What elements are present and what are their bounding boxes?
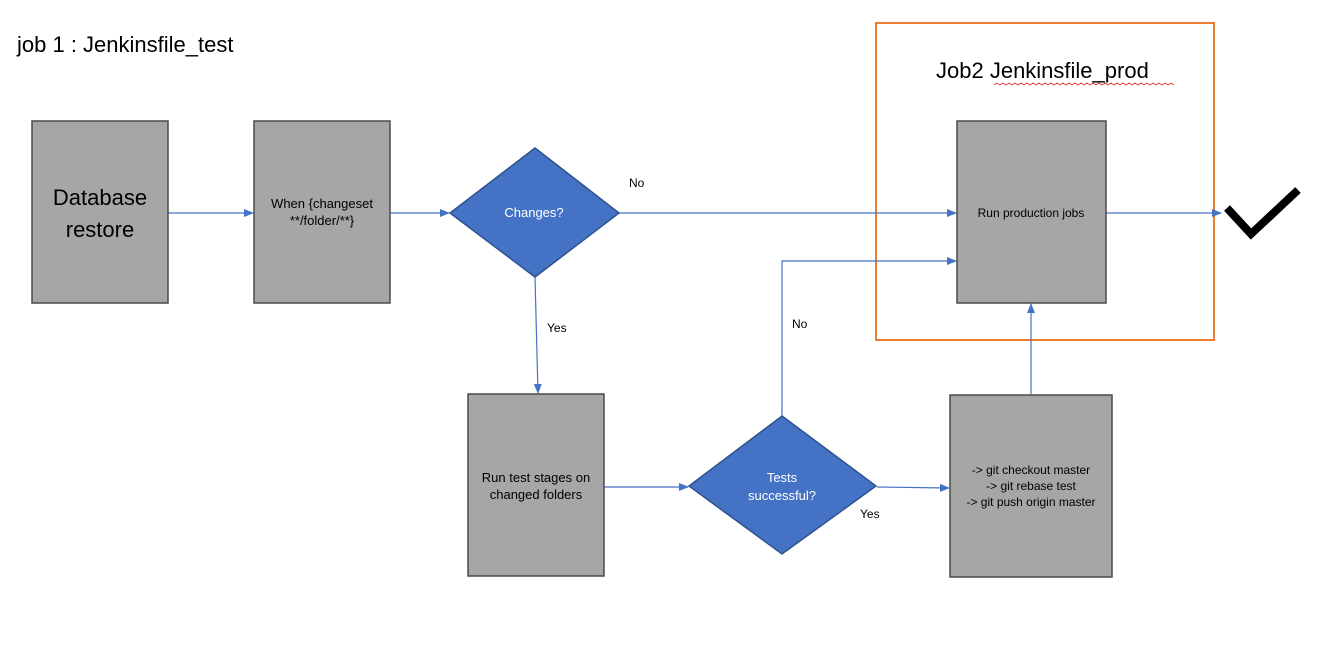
tests-decision-line1: Tests [767,470,798,485]
edge-label-changes-no: No [629,176,645,190]
database-restore-line1: Database [53,185,147,210]
node-git-steps: -> git checkout master -> git rebase tes… [949,394,1113,578]
git-steps-line1: -> git checkout master [972,463,1090,477]
edge-label-changes-yes: Yes [547,321,567,335]
node-tests-decision: Tests successful? [687,415,878,555]
job1-title: job 1 : Jenkinsfile_test [16,32,233,57]
run-test-stages-line1: Run test stages on [482,470,590,485]
git-steps-line3: -> git push origin master [966,495,1095,509]
run-production-label: Run production jobs [978,206,1085,220]
checkmark-icon [1224,187,1301,240]
edge-label-tests-no: No [792,317,808,331]
node-run-production: Run production jobs [956,120,1107,304]
node-run-test-stages: Run test stages on changed folders [467,393,605,577]
database-restore-line2: restore [66,217,134,242]
job2-frame [875,22,1215,341]
node-when-changeset: When {changeset **/folder/**} [253,120,391,304]
node-database-restore: Database restore [31,120,169,304]
edge-label-tests-yes: Yes [860,507,880,521]
edge-tests-yes [876,483,950,492]
when-changeset-line2: **/folder/**} [290,213,355,228]
job2-title: Job2 Jenkinsfile_prod [936,58,1149,83]
node-changes-decision: Changes? [448,147,621,278]
changes-decision-label: Changes? [504,205,563,220]
spellcheck-underline [993,82,1175,86]
edge-tests-no [781,257,957,416]
edge-changes-yes [533,276,542,394]
when-changeset-line1: When {changeset [271,196,373,211]
git-steps-line2: -> git rebase test [986,479,1076,493]
run-test-stages-line2: changed folders [490,487,583,502]
tests-decision-line2: successful? [748,488,816,503]
